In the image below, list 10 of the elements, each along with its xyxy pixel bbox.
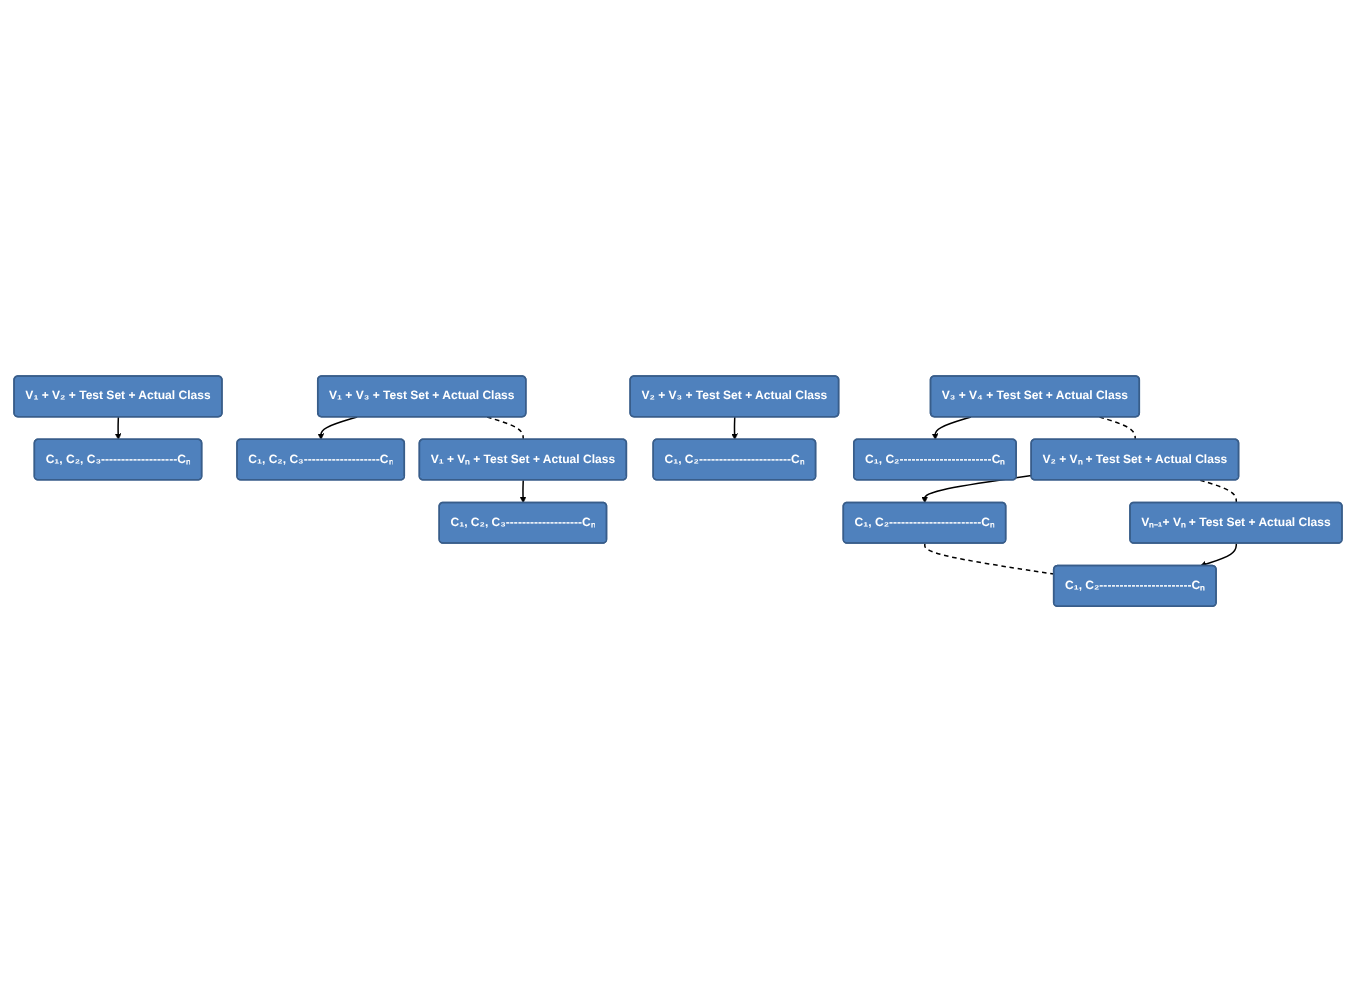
arrow xyxy=(114,416,122,440)
arrow xyxy=(519,479,527,503)
connector xyxy=(1199,479,1238,504)
arrow xyxy=(1199,542,1238,568)
connector xyxy=(486,416,524,441)
arrow xyxy=(317,416,358,440)
connector xyxy=(924,542,1055,575)
arrow xyxy=(931,416,972,440)
arrow xyxy=(731,416,738,440)
connector xyxy=(1098,416,1136,441)
